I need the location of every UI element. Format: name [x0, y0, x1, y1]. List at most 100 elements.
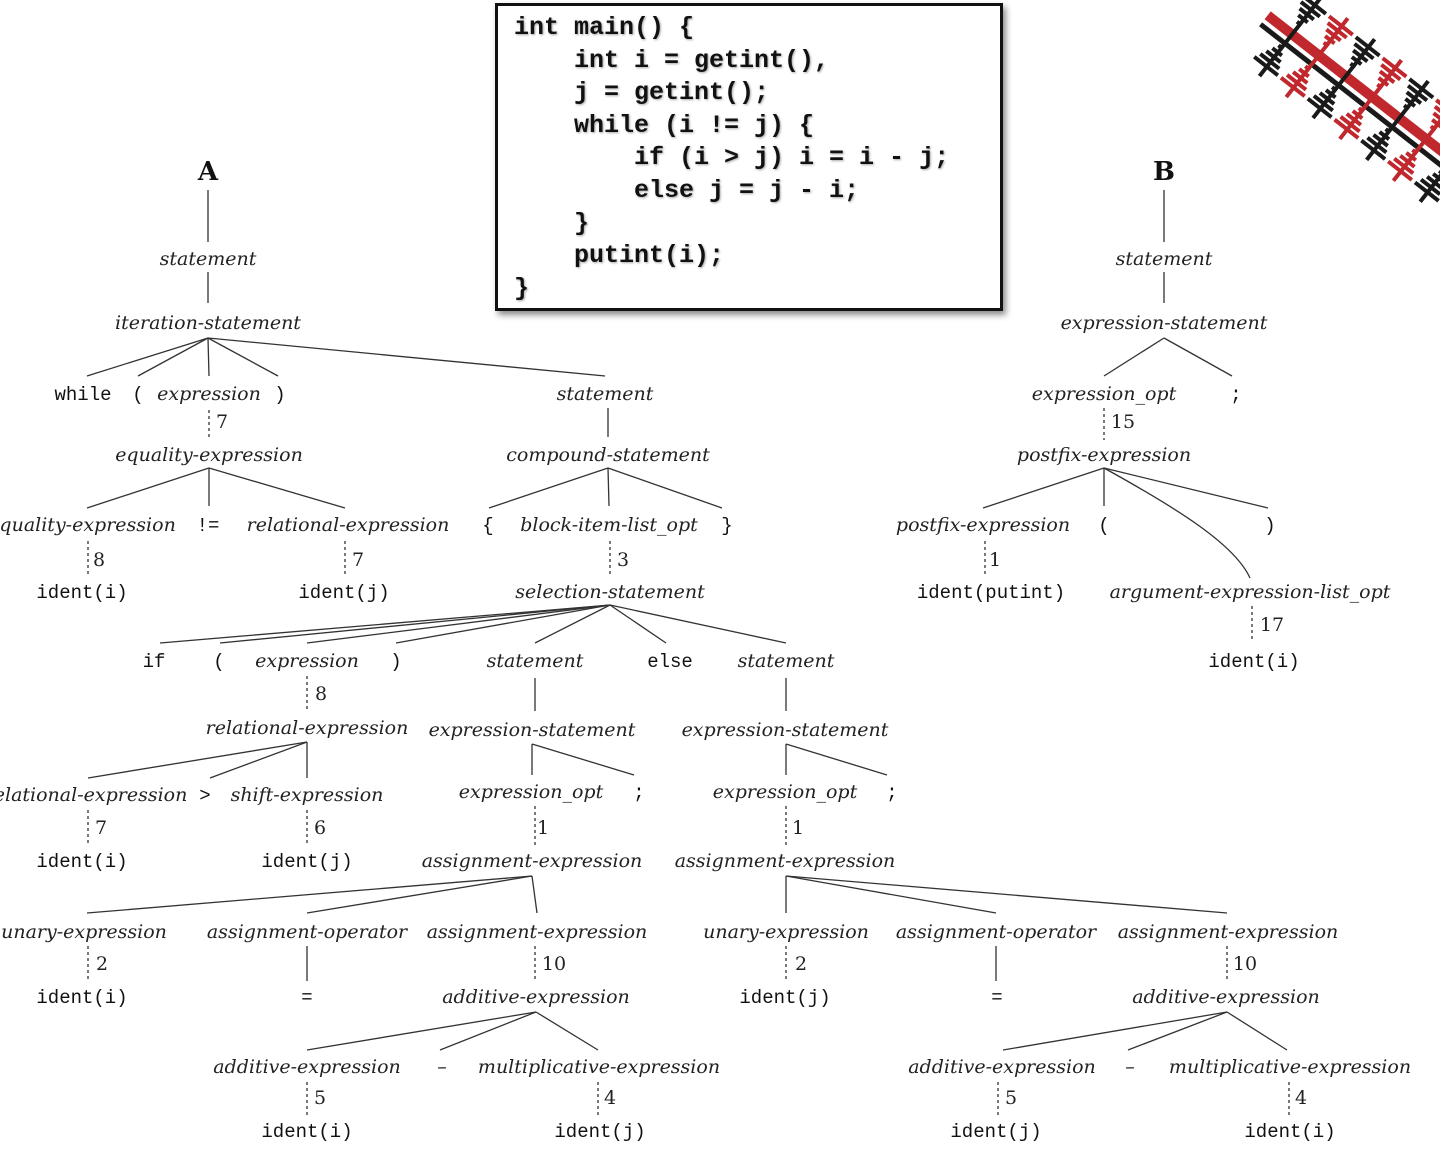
tree-edge-46 — [1103, 337, 1165, 377]
ornament-stitch — [1391, 100, 1440, 183]
node-a-then: statement — [487, 650, 584, 672]
ornament-stitch — [1257, 0, 1323, 78]
node-a-id-i2: ident(i) — [36, 851, 127, 873]
node-t-id-i: ident(i) — [36, 987, 127, 1009]
node-a-eq-left: equality-expression — [0, 514, 176, 536]
code-line-6: else j = j - i; — [514, 175, 860, 205]
node-a-n3: 3 — [617, 549, 629, 571]
node-a-n6: 6 — [314, 817, 326, 839]
node-a-id-j2: ident(j) — [261, 851, 352, 873]
tree-edge-13 — [607, 467, 723, 509]
ornament-stitch — [1259, 22, 1440, 199]
tree-edge-35 — [785, 875, 1228, 914]
node-t-n10: 10 — [542, 953, 566, 975]
tree-edge-38 — [306, 1011, 537, 1051]
tree-edge-16 — [306, 604, 611, 644]
node-t-add-l: additive-expression — [213, 1056, 401, 1078]
node-b-eo: expression_opt — [1032, 383, 1177, 405]
node-b-statement: statement — [1116, 248, 1213, 270]
node-a-comp: compound-statement — [506, 444, 710, 466]
node-b-lp: ( — [1098, 515, 1109, 537]
node-e-n5: 5 — [1005, 1087, 1017, 1109]
node-e-unary: unary-expression — [703, 921, 869, 943]
node-b-pf-l: postfix-expression — [896, 514, 1070, 536]
node-e-semi: ; — [886, 782, 897, 804]
tree-edge-29 — [785, 743, 888, 776]
node-a-statement: statement — [160, 248, 257, 270]
code-line-4: while (i != j) { — [514, 110, 815, 140]
tree-edge-10 — [208, 467, 346, 509]
ornament-stitch — [1432, 111, 1440, 126]
node-a-expr: expression — [157, 383, 261, 405]
node-e-id-i-b: ident(i) — [1244, 1121, 1335, 1143]
node-t-eo: expression_opt — [459, 781, 604, 803]
tree-edge-47 — [1163, 337, 1233, 377]
node-b-es: expression-statement — [1061, 312, 1268, 334]
node-b-n1: 1 — [989, 549, 1001, 571]
node-e-n1: 1 — [792, 817, 804, 839]
node-b-id-put: ident(putint) — [917, 582, 1065, 604]
node-t-semi: ; — [633, 782, 644, 804]
node-a-neq: != — [197, 515, 220, 537]
ornament-stitch — [1311, 37, 1377, 120]
code-line-9: } — [514, 273, 530, 303]
node-a-id-i1: ident(i) — [36, 582, 127, 604]
tree-edge-40 — [535, 1011, 599, 1051]
node-e-eo: expression_opt — [713, 781, 858, 803]
tree-edges — [86, 190, 1290, 1116]
embroidery-ornament — [1253, 0, 1440, 203]
code-line-5: if (i > j) i = i - j; — [514, 143, 950, 173]
tree-edge-15 — [219, 604, 611, 644]
node-t-ae: assignment-expression — [422, 850, 643, 872]
node-a-eq: equality-expression — [115, 444, 303, 466]
tree-edge-32 — [531, 875, 538, 914]
node-e-n4: 4 — [1295, 1087, 1307, 1109]
node-e-ae: assignment-expression — [675, 850, 896, 872]
node-e-eq: = — [991, 987, 1002, 1009]
node-b-arg: argument-expression-list_opt — [1110, 581, 1391, 603]
ornament-stitch — [1365, 79, 1430, 162]
code-line-1: int main() { — [514, 13, 695, 42]
tree-edge-4 — [207, 337, 210, 377]
node-a-n7a: 7 — [216, 411, 228, 433]
node-t-es: expression-statement — [429, 719, 636, 741]
node-e-n2: 2 — [795, 953, 807, 975]
node-b-label: B — [1153, 157, 1175, 187]
node-a-bil: block-item-list_opt — [520, 514, 698, 536]
tree-edge-48 — [982, 467, 1105, 509]
tree-edge-41 — [1002, 1011, 1228, 1051]
ornament-stitch — [1433, 105, 1440, 123]
tree-edge-11 — [488, 467, 609, 509]
node-a-if-rp: ) — [390, 651, 401, 673]
node-t-n1: 1 — [537, 817, 549, 839]
ornament-pattern — [1253, 0, 1440, 203]
node-a-body-stmt: statement — [557, 383, 654, 405]
node-b-semi: ; — [1230, 384, 1241, 406]
tree-edge-39 — [439, 1011, 537, 1051]
tree-edge-18 — [534, 604, 611, 644]
tree-edge-17 — [395, 604, 611, 644]
node-a-rbrace: } — [721, 515, 732, 537]
node-a-rel-left: relational-expression — [0, 784, 187, 806]
node-t-unary: unary-expression — [1, 921, 167, 943]
ornament-stitch — [1264, 11, 1440, 192]
node-t-id-i-b: ident(i) — [261, 1121, 352, 1143]
node-a-while: while — [54, 384, 111, 406]
tree-edge-27 — [531, 743, 635, 776]
tree-edge-30 — [86, 875, 533, 914]
tree-edge-21 — [87, 741, 308, 779]
tree-edge-43 — [1226, 1011, 1288, 1051]
node-a-id-j1: ident(j) — [298, 582, 389, 604]
node-e-add-l: additive-expression — [908, 1056, 1096, 1078]
node-b-pf: postfix-expression — [1017, 444, 1191, 466]
node-a-label: A — [197, 157, 219, 187]
ornament-stitch — [1284, 17, 1350, 99]
node-a-iter: iteration-statement — [115, 312, 301, 334]
node-a-shift: shift-expression — [231, 784, 384, 806]
tree-edge-34 — [785, 875, 997, 914]
node-t-eq: = — [301, 987, 312, 1009]
node-t-n4: 4 — [604, 1087, 616, 1109]
node-b-n15: 15 — [1111, 411, 1135, 433]
